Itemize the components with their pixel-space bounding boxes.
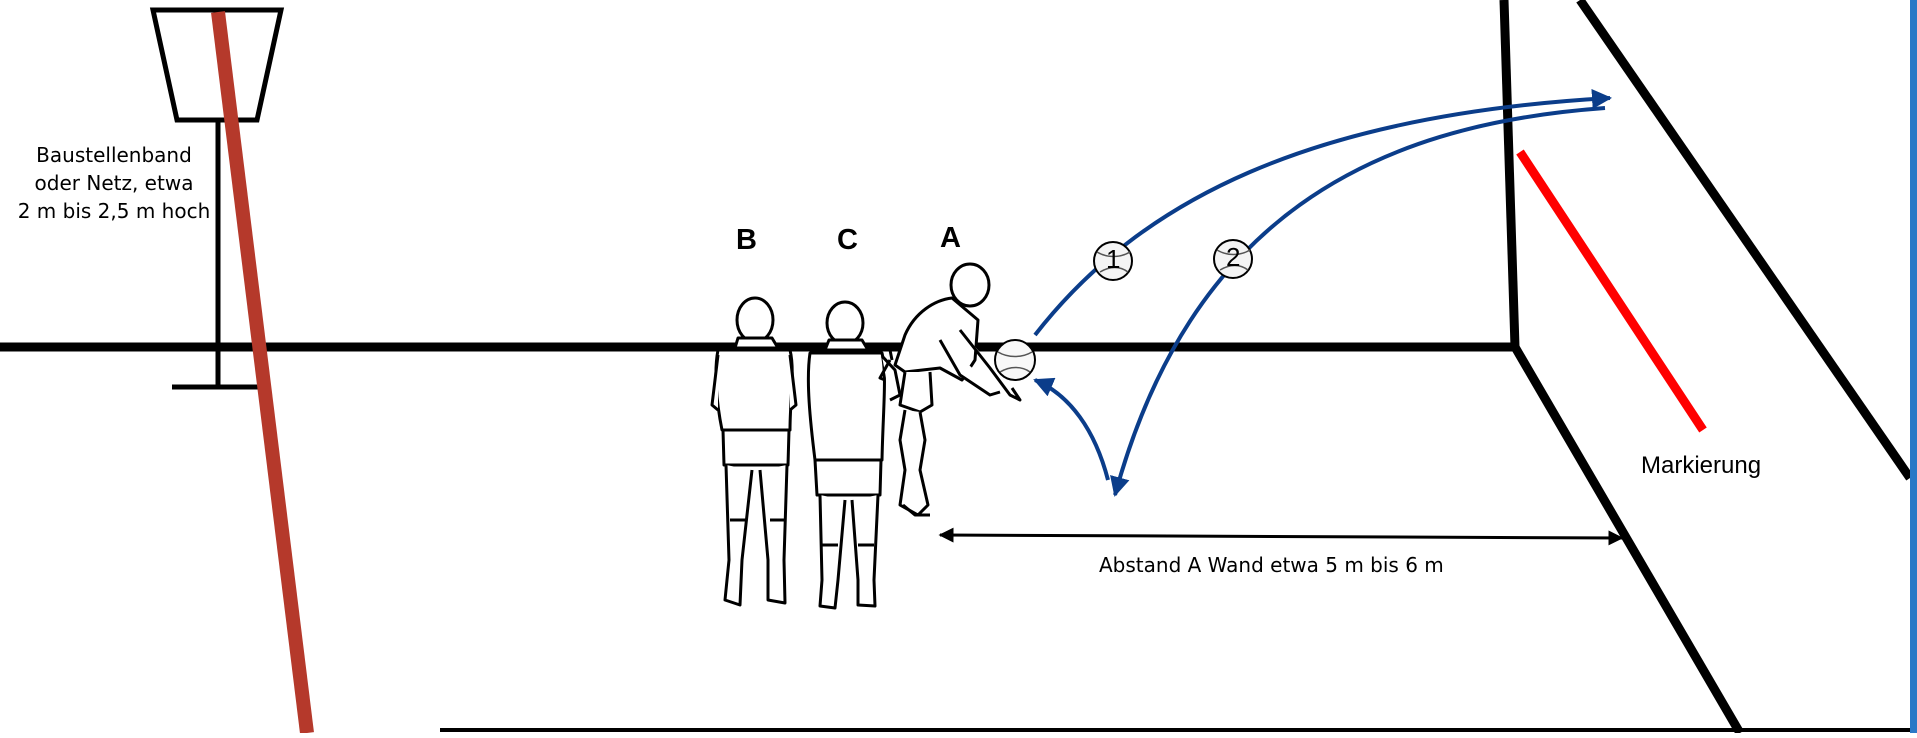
player-b-label: B [736, 224, 757, 256]
ball-a-icon [994, 339, 1036, 381]
player-a-label: A [940, 222, 961, 254]
trajectory-return [1033, 377, 1110, 481]
net-pole [211, 11, 314, 734]
wall-far-edge [1576, 0, 1914, 481]
player-b-figure [710, 296, 798, 607]
right-edge-bar [1910, 0, 1917, 733]
net-stand [149, 7, 285, 390]
net-description-line-3: 2 m bis 2,5 m hoch [17, 199, 211, 223]
player-a-figure [878, 262, 1022, 517]
ball-2-icon [1213, 239, 1253, 279]
trajectory-pass-1 [1033, 89, 1612, 337]
net-description: Baustellenband oder Netz, etwa 2 m bis 2… [8, 141, 220, 225]
ball-1-icon [1093, 241, 1133, 281]
player-c-label: C [837, 224, 858, 256]
ball-2-number: 2 [1226, 242, 1241, 272]
net-description-line-2: oder Netz, etwa [34, 171, 194, 195]
distance-label: Abstand A Wand etwa 5 m bis 6 m [1099, 553, 1444, 577]
net-description-line-1: Baustellenband [36, 143, 192, 167]
player-c-figure [806, 300, 902, 610]
wall-floor-edge [1511, 344, 1744, 736]
distance-arrow [938, 527, 1624, 546]
ball-1-number: 1 [1106, 244, 1121, 274]
trajectory-rebound [1110, 106, 1606, 497]
marking-line [1516, 149, 1707, 433]
marking-label: Markierung [1641, 452, 1762, 479]
wall-corner-edge [1499, 0, 1520, 348]
